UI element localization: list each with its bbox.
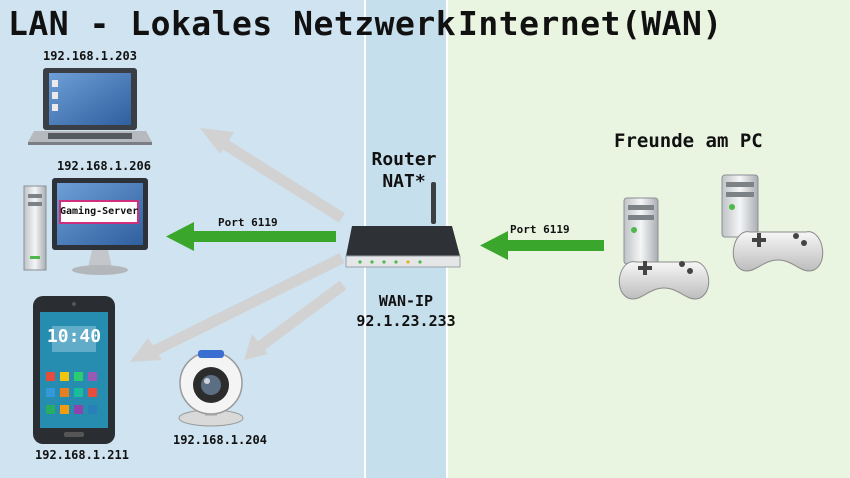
arrow-to-webcam (244, 280, 347, 360)
phone-clock: 10:40 (46, 326, 102, 347)
gaming-server-label: Gaming-Server (60, 206, 139, 217)
lan-title: LAN - Lokales Netzwerk (8, 4, 457, 43)
laptop-icon (28, 68, 152, 145)
laptop-ip: 192.168.1.203 (43, 49, 137, 63)
router-name: Router (371, 149, 437, 170)
router-icon (345, 182, 461, 268)
webcam-ip: 192.168.1.204 (173, 433, 267, 447)
arrow-port-wan (480, 231, 604, 260)
webcam-icon (178, 350, 244, 427)
wan-ip-label: WAN-IP (378, 292, 434, 310)
friends-label: Freunde am PC (614, 130, 763, 152)
friend-gamepad-icon-1 (618, 261, 710, 300)
desktop-ip: 192.168.1.206 (57, 159, 151, 173)
router-nat: NAT* (382, 171, 426, 192)
arrow-port-lan (166, 222, 336, 251)
friend-gamepad-icon-2 (732, 231, 824, 272)
wan-port-label: Port 6119 (510, 223, 570, 236)
friend-server-icon-2 (721, 174, 759, 238)
arrow-to-laptop (200, 128, 345, 223)
phone-ip: 192.168.1.211 (35, 448, 129, 462)
wan-title: Internet(WAN) (458, 4, 723, 43)
friend-server-icon-1 (623, 197, 659, 265)
lan-port-label: Port 6119 (218, 216, 278, 229)
wan-ip-address: 92.1.23.233 (356, 312, 456, 330)
arrow-to-phone (130, 253, 345, 362)
desktop-computer-icon (23, 178, 148, 275)
smartphone-icon (33, 296, 115, 444)
